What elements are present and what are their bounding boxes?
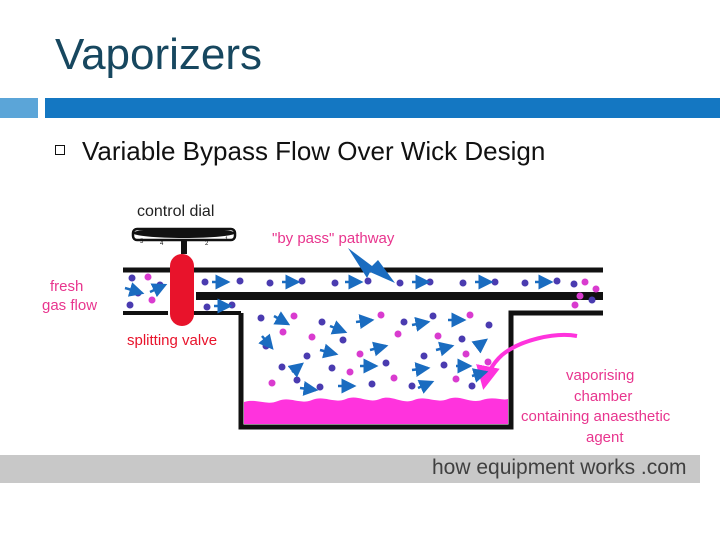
bullet-text: Variable Bypass Flow Over Wick Design — [82, 136, 546, 166]
title-rule — [45, 98, 720, 118]
vaporizer-diagram: 5 4 3 2 1 — [42, 203, 671, 446]
title-rule-accent — [0, 98, 38, 118]
splitting-valve — [170, 254, 194, 326]
credit-text: how equipment works .com — [432, 456, 687, 479]
chamber-label-line1: vaporising — [566, 367, 634, 384]
fresh-gas-label-line2: gas flow — [42, 297, 97, 314]
dial-number-5: 5 — [140, 239, 144, 245]
chamber-label-line4: agent — [586, 429, 624, 446]
dial-number-1: 1 — [225, 237, 229, 243]
chamber-label-line2: chamber — [574, 388, 632, 405]
credit-bar — [0, 455, 700, 483]
fresh-gas-label-line1: fresh — [50, 278, 83, 295]
bullet-square-icon — [55, 145, 65, 155]
anaesthetic-liquid — [244, 397, 508, 424]
bypass-pathway-label: "by pass" pathway — [272, 230, 395, 247]
slide-title: Vaporizers — [55, 30, 263, 79]
control-dial: 5 4 3 2 1 — [131, 227, 237, 254]
splitting-valve-label: splitting valve — [127, 332, 217, 349]
gas-flow-arrows — [124, 274, 554, 396]
agent-pointer-arrow — [476, 333, 578, 390]
dial-number-2: 2 — [205, 241, 209, 247]
dial-number-4: 4 — [160, 241, 164, 247]
chamber-label-line3: containing anaesthetic — [521, 408, 671, 425]
diagram-labels: control dial "by pass" pathway fresh gas… — [42, 203, 671, 446]
bypass-pointer-arrow — [348, 248, 395, 283]
control-dial-label: control dial — [137, 203, 214, 220]
